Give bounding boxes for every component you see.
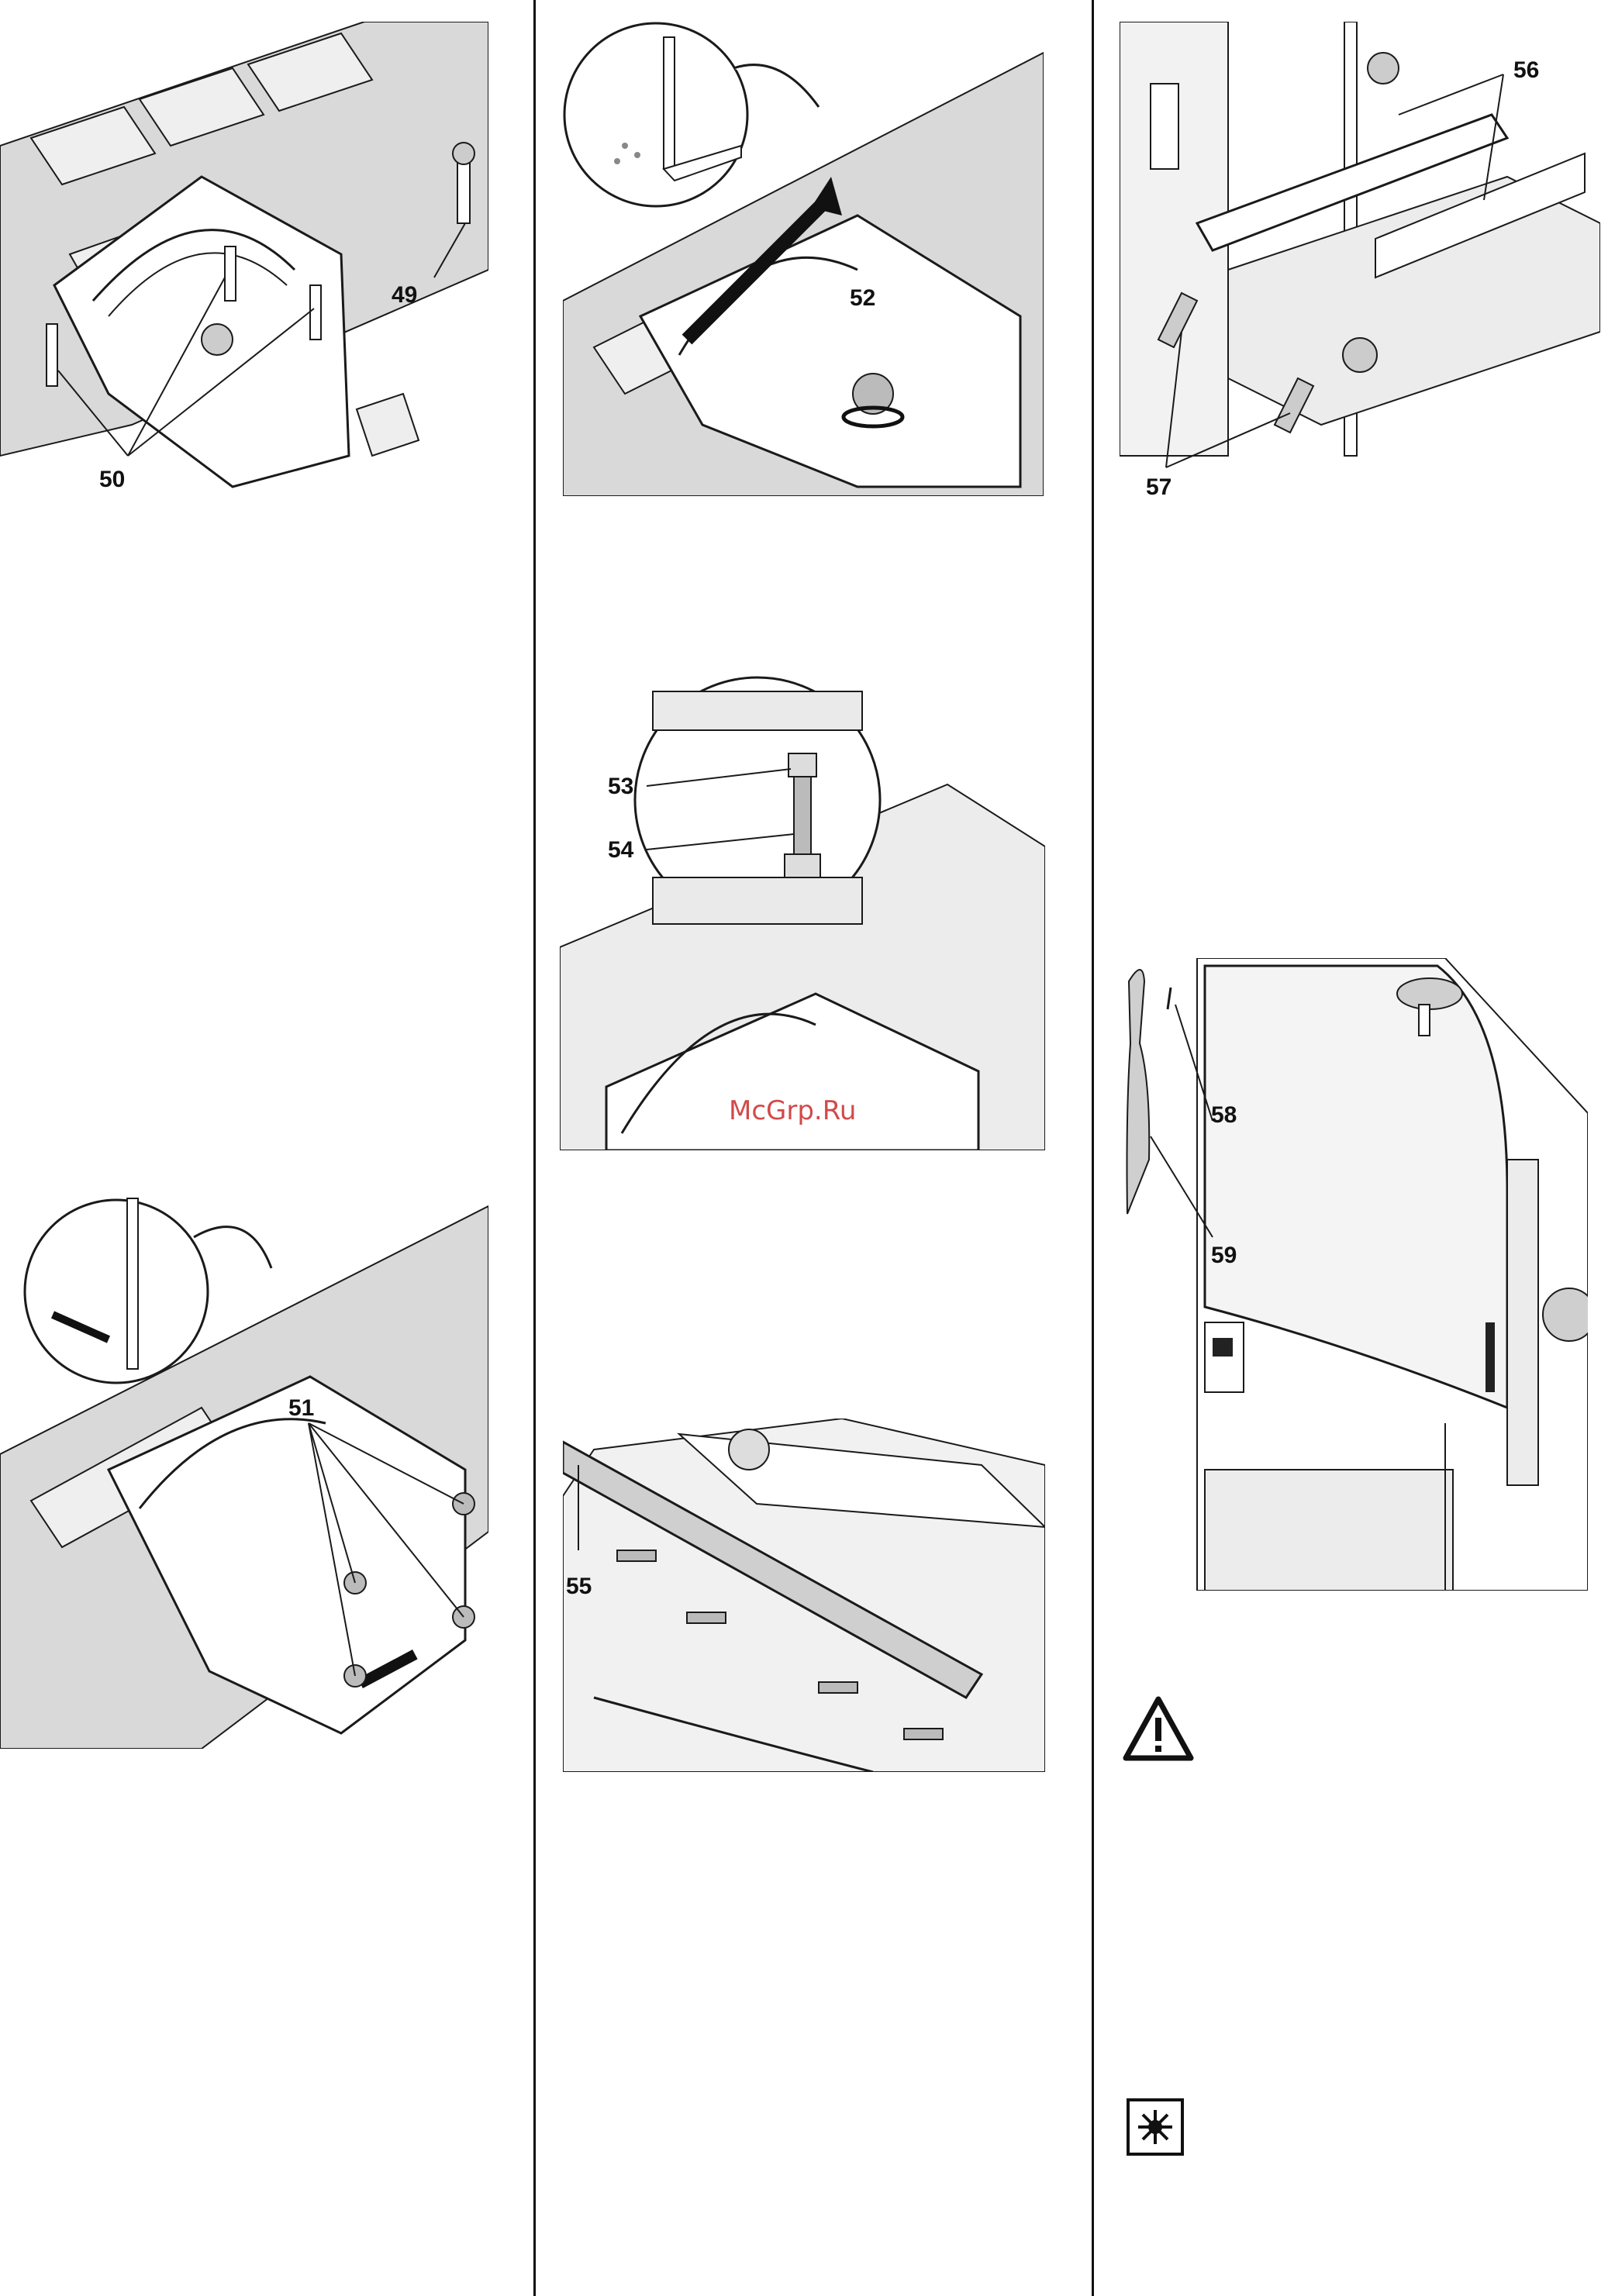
figure-blade-guard: 58 59: [1120, 958, 1588, 1591]
column-divider-right: [1092, 0, 1094, 2296]
warning-triangle-icon: [1121, 1694, 1196, 1763]
callout-54: 54: [608, 837, 634, 863]
callout-56: 56: [1513, 57, 1539, 83]
column-divider-left: [533, 0, 536, 2296]
callout-58: 58: [1211, 1102, 1237, 1128]
callout-59: 59: [1211, 1243, 1237, 1268]
figure-blade-alignment: 51: [0, 1175, 488, 1749]
callout-50: 50: [99, 467, 125, 492]
tip-sparkle-icon: [1126, 2098, 1185, 2156]
callout-49: 49: [392, 282, 417, 308]
figure-front-rail: 55: [563, 1419, 1045, 1772]
callout-55: 55: [566, 1574, 592, 1599]
callout-57: 57: [1146, 474, 1171, 500]
figure-square-check: 52: [563, 22, 1044, 496]
figure-table-mounting: 49 50: [0, 22, 488, 508]
figure-height-screws: 53 54 McGrp.Ru: [560, 668, 1045, 1150]
figure-guide-rail: 56 57: [1120, 22, 1600, 502]
callout-52: 52: [850, 285, 875, 311]
callout-53: 53: [608, 774, 633, 799]
callout-51: 51: [288, 1395, 314, 1421]
watermark: McGrp.Ru: [729, 1095, 856, 1126]
